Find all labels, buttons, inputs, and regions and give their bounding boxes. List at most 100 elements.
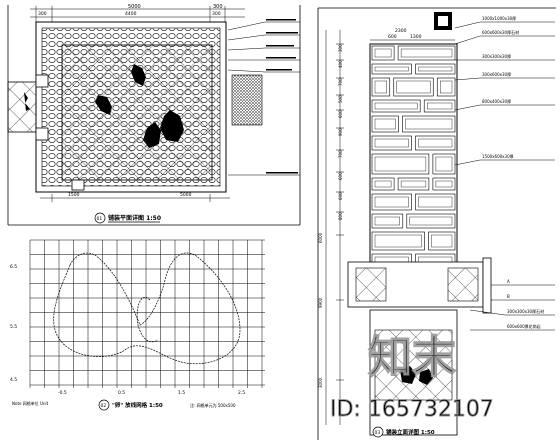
elev-stone-1 (400, 366, 416, 384)
grid-row-label-1: 6.5 (10, 264, 17, 270)
plan-dim-small-b: 4400 (125, 11, 137, 17)
path-tile-inner (400, 180, 427, 188)
path-tile (415, 63, 456, 75)
grid-caption-bubble (98, 399, 110, 411)
egg-outline-curve (53, 252, 241, 364)
egg-inner-curve (136, 297, 159, 343)
plan-caption-title: 铺装平面详图 1:50 (108, 214, 161, 222)
elev-callout-5: 800x400x30厚 (482, 99, 511, 104)
path-tile (397, 177, 430, 191)
path-tile (371, 177, 395, 191)
plan-caption-num: 01 (97, 216, 103, 222)
elev-dim-label: 900 (338, 128, 343, 136)
elev-dim-label: 400 (338, 60, 343, 68)
plan-dim-bottom-a: 1500 (68, 192, 80, 198)
plan-dim-bottom-b: 5000 (180, 192, 192, 198)
grid-row-label-3: 4.5 (10, 377, 17, 383)
plan-right-gravel (231, 74, 263, 126)
elev-dim-labels: 3004007005006009007006006008006000990030… (318, 44, 343, 388)
elev-bottom-hatch (374, 329, 453, 401)
plan-callout-leaders (227, 21, 300, 176)
path-tile-inner (435, 156, 453, 172)
elev-callout-10: 600x600厚花岗岩 (507, 323, 541, 329)
elev-callout-6: 1500x600x30厚 (482, 154, 514, 159)
path-tile (415, 193, 456, 211)
path-tile (371, 135, 412, 151)
path-tile (406, 213, 456, 229)
elev-lower-tile-b (447, 267, 479, 302)
elev-callout-3: 300x300x30厚 (482, 54, 511, 59)
path-tile-inner (374, 118, 396, 130)
elev-path-tiles (371, 45, 456, 285)
elev-callout-7: A (507, 279, 510, 284)
path-tile-inner (435, 180, 453, 188)
plan-hatched-field (61, 44, 213, 181)
plan-left-entry (7, 81, 39, 133)
path-tile (371, 213, 404, 229)
path-tile-inner (374, 196, 409, 208)
elev-dim-label: 700 (338, 78, 343, 86)
elev-dim-label: 600 (338, 110, 343, 118)
elev-dim-label: 800 (338, 212, 343, 220)
path-tile-inner (374, 234, 422, 248)
path-tile-inner (374, 180, 392, 188)
path-tile (371, 231, 425, 251)
path-tile (371, 115, 399, 133)
plan-stone-3 (160, 110, 184, 142)
path-tile (423, 99, 456, 113)
grid-lines (29, 239, 265, 388)
path-tile (397, 45, 456, 61)
elev-top-marker-inner (438, 16, 448, 26)
path-tile (428, 231, 456, 251)
path-tile-inner (418, 196, 453, 208)
elev-stone-2 (419, 369, 433, 385)
plan-stone-2 (95, 95, 112, 115)
grid-caption-num: 02 (101, 403, 107, 409)
elev-dim-top-3: 2300 (395, 28, 407, 34)
elev-dim-label: 600 (338, 172, 343, 180)
path-tile-inner (374, 216, 400, 226)
path-tile (371, 63, 412, 75)
grid-col-label-4: 2.5 (238, 390, 245, 396)
path-tile (415, 135, 456, 151)
setout-grid-view: 6.5 5.5 4.5 -0.5 0.5 1.5 2.5 Note 网格单位 U… (10, 239, 265, 411)
path-tile (371, 153, 430, 175)
elev-dim-label: 6000 (318, 232, 323, 243)
elev-callout-texts: 1000x1000x30厚 600x600x30厚石材 300x300x30厚 … (482, 16, 544, 329)
path-tile (432, 177, 456, 191)
elev-dim-label: 300 (338, 44, 343, 52)
grid-col-label-2: 0.5 (118, 390, 125, 396)
grid-note-left: Note 网格单位 Unit (12, 400, 49, 406)
elev-callout-2: 600x600x30厚石材 (482, 29, 519, 35)
elev-caption-bubble (372, 426, 384, 438)
plan-caption-bubble (94, 212, 106, 224)
plan-post-a (35, 74, 49, 88)
plan-stone-4 (143, 122, 161, 148)
elev-callout-leaders (454, 21, 555, 331)
elev-callout-1: 1000x1000x30厚 (482, 16, 516, 21)
elev-caption-title: 铺装立面详图 1:50 (386, 428, 435, 436)
path-tile-inner (418, 138, 453, 148)
path-tile-inner (374, 66, 409, 72)
elev-dim-label: 3000 (318, 377, 323, 388)
plan-callout-text-stubs (266, 19, 298, 174)
plan-dim-top: 5000 300 300 4400 300 (30, 4, 245, 22)
path-tile-inner (427, 102, 453, 110)
path-tile (402, 115, 456, 133)
paving-plan-view: 5000 300 300 4400 300 1500 5000 (7, 4, 301, 226)
grid-row-label-2: 5.5 (10, 324, 17, 330)
path-tile-inner (396, 80, 431, 94)
path-tile (436, 77, 456, 97)
path-tile-inner (409, 216, 453, 226)
grid-col-label-3: 1.5 (178, 390, 185, 396)
grid-note-right: 注: 网格单元为 500x500 (190, 402, 236, 408)
path-tile-inner (405, 118, 453, 130)
plan-post-c (71, 179, 85, 191)
paving-elevation-view: 3004007005006009007006006008006000990030… (317, 7, 556, 440)
watermark: 知末 ID: 165732107 (330, 331, 495, 422)
watermark-logo: 知末 (368, 332, 456, 383)
path-tile-inner (374, 138, 409, 148)
elev-dim-label: 600 (338, 192, 343, 200)
path-tile (393, 77, 434, 97)
